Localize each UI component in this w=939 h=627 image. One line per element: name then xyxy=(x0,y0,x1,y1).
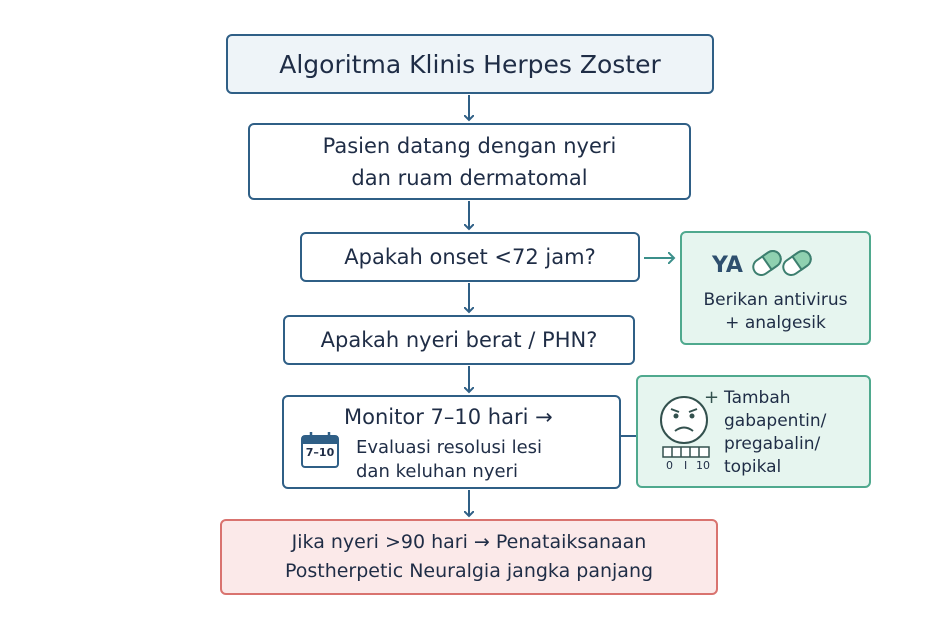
question-onset-box: Apakah onset <72 jam? xyxy=(300,232,640,282)
question-pain-text: Apakah nyeri berat / PHN? xyxy=(320,328,598,352)
monitor-heading: Monitor 7–10 hari → xyxy=(344,405,553,429)
final-phn-box: Jika nyeri >90 hari → Penataiksanaan Pos… xyxy=(220,519,718,595)
yes-branch-box: YA Berikan antivirus + analgesik xyxy=(680,231,871,345)
final-line1: Jika nyeri >90 hari → Penataiksanaan xyxy=(291,531,647,553)
yes-line1: Berikan antivirus xyxy=(703,290,848,310)
add-line1: Tambah xyxy=(724,388,791,408)
step-patient-presentation: Pasien datang dengan nyeri dan ruam derm… xyxy=(248,123,691,200)
question-onset-text: Apakah onset <72 jam? xyxy=(344,245,596,269)
scale-min: 0 xyxy=(666,459,673,472)
scale-max: 10 xyxy=(696,459,710,472)
plus-sign: + xyxy=(704,387,720,408)
add-therapy-box: + 0 I 10 Tambah gabapentin/ pregabalin/ … xyxy=(636,375,871,488)
yes-label: YA xyxy=(712,253,743,278)
add-line2: gabapentin/ xyxy=(724,411,827,431)
final-line2: Postherpetic Neuralgia jangka panjang xyxy=(284,560,654,582)
pain-scale-bar xyxy=(662,446,710,458)
diagram-title: Algoritma Klinis Herpes Zoster xyxy=(279,49,661,79)
step1-line1: Pasien datang dengan nyeri xyxy=(322,133,617,158)
step1-line2: dan ruam dermatomal xyxy=(351,165,588,190)
question-pain-box: Apakah nyeri berat / PHN? xyxy=(283,315,635,365)
calendar-text: 7–10 xyxy=(305,446,335,459)
yes-line2: + analgesik xyxy=(725,313,826,333)
capsule-icon xyxy=(752,249,812,277)
title-box: Algoritma Klinis Herpes Zoster xyxy=(226,34,714,94)
sad-face-icon xyxy=(660,396,708,444)
monitor-line2: dan keluhan nyeri xyxy=(356,461,518,482)
monitor-line1: Evaluasi resolusi lesi xyxy=(356,437,543,458)
add-line3: pregabalin/ xyxy=(724,434,821,454)
monitor-box: Monitor 7–10 hari → Evaluasi resolusi le… xyxy=(282,395,621,489)
scale-mid: I xyxy=(684,459,688,472)
calendar-icon: 7–10 xyxy=(300,431,340,469)
add-line4: topikal xyxy=(724,457,782,477)
